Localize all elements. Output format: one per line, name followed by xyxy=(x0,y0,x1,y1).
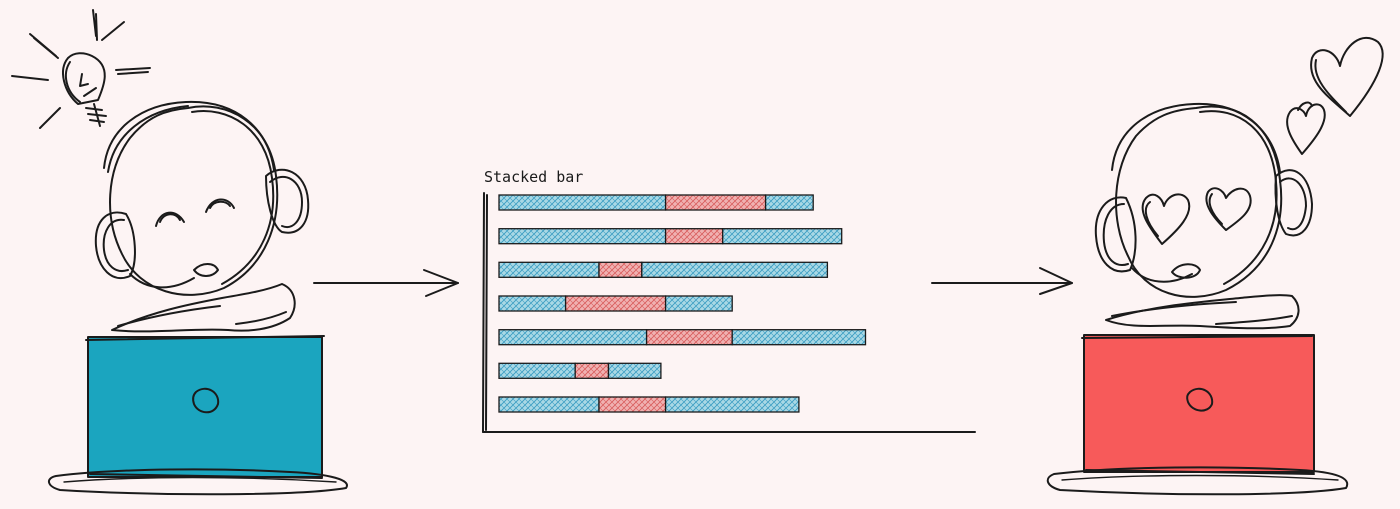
bar-segment-2-2 xyxy=(665,228,723,244)
bar-segment-7-1 xyxy=(499,397,599,412)
bar-segment-3-2 xyxy=(599,262,642,278)
left-shoulders xyxy=(111,283,296,333)
bar-segment-1-2 xyxy=(665,195,766,210)
bar-segment-2-3 xyxy=(722,228,842,244)
bar-segment-1-3 xyxy=(765,195,814,210)
left-head xyxy=(103,100,279,296)
left-laptop-screen xyxy=(88,337,322,477)
laptop-icon xyxy=(1046,334,1349,496)
arrow-right-icon xyxy=(931,267,1073,295)
right-laptop-screen xyxy=(1084,335,1314,472)
bar-segment-3-3 xyxy=(641,262,828,278)
left-headset xyxy=(94,168,310,289)
lightbulb-icon xyxy=(11,9,151,129)
y-axis-line xyxy=(482,192,488,433)
chart-bars xyxy=(498,194,867,413)
right-shoulders xyxy=(1105,294,1300,330)
bar-segment-6-2 xyxy=(575,363,609,379)
bar-segment-outline-4-3 xyxy=(664,295,733,312)
bar-segment-outline-7-3 xyxy=(664,396,800,413)
bar-segment-4-1 xyxy=(499,296,566,311)
bar-segment-1-1 xyxy=(499,195,666,210)
bar-segment-6-1 xyxy=(499,363,576,379)
bar-segment-4-2 xyxy=(565,296,666,311)
heart-icon xyxy=(1286,36,1384,155)
bar-segment-outline-2-3 xyxy=(722,228,843,245)
left-person-figure xyxy=(11,9,348,496)
bar-segment-7-2 xyxy=(599,397,666,412)
bar-segment-5-1 xyxy=(499,329,647,345)
happy-face-icon xyxy=(155,198,235,277)
stacked-bar-chart: Stacked bar xyxy=(482,168,976,433)
bar-segment-outline-6-3 xyxy=(607,362,662,379)
bar-segment-7-3 xyxy=(665,397,799,412)
right-head xyxy=(1111,102,1283,298)
bar-segment-2-1 xyxy=(499,228,666,244)
right-person-figure xyxy=(1046,36,1384,496)
chart-title: Stacked bar xyxy=(484,168,583,186)
bar-segment-outline-3-3 xyxy=(641,261,829,278)
bar-segment-outline-5-3 xyxy=(731,329,867,346)
bar-segment-3-1 xyxy=(499,262,599,278)
right-headset xyxy=(1094,169,1313,283)
heart-eyes-icon xyxy=(1141,187,1252,279)
bar-segment-6-3 xyxy=(608,363,661,379)
bar-segment-4-3 xyxy=(665,296,733,311)
bar-segment-5-3 xyxy=(732,329,866,345)
arrow-right-icon xyxy=(313,269,459,297)
bar-segment-outline-1-3 xyxy=(764,194,814,211)
bar-segment-5-2 xyxy=(646,329,733,345)
laptop-icon xyxy=(48,335,348,496)
